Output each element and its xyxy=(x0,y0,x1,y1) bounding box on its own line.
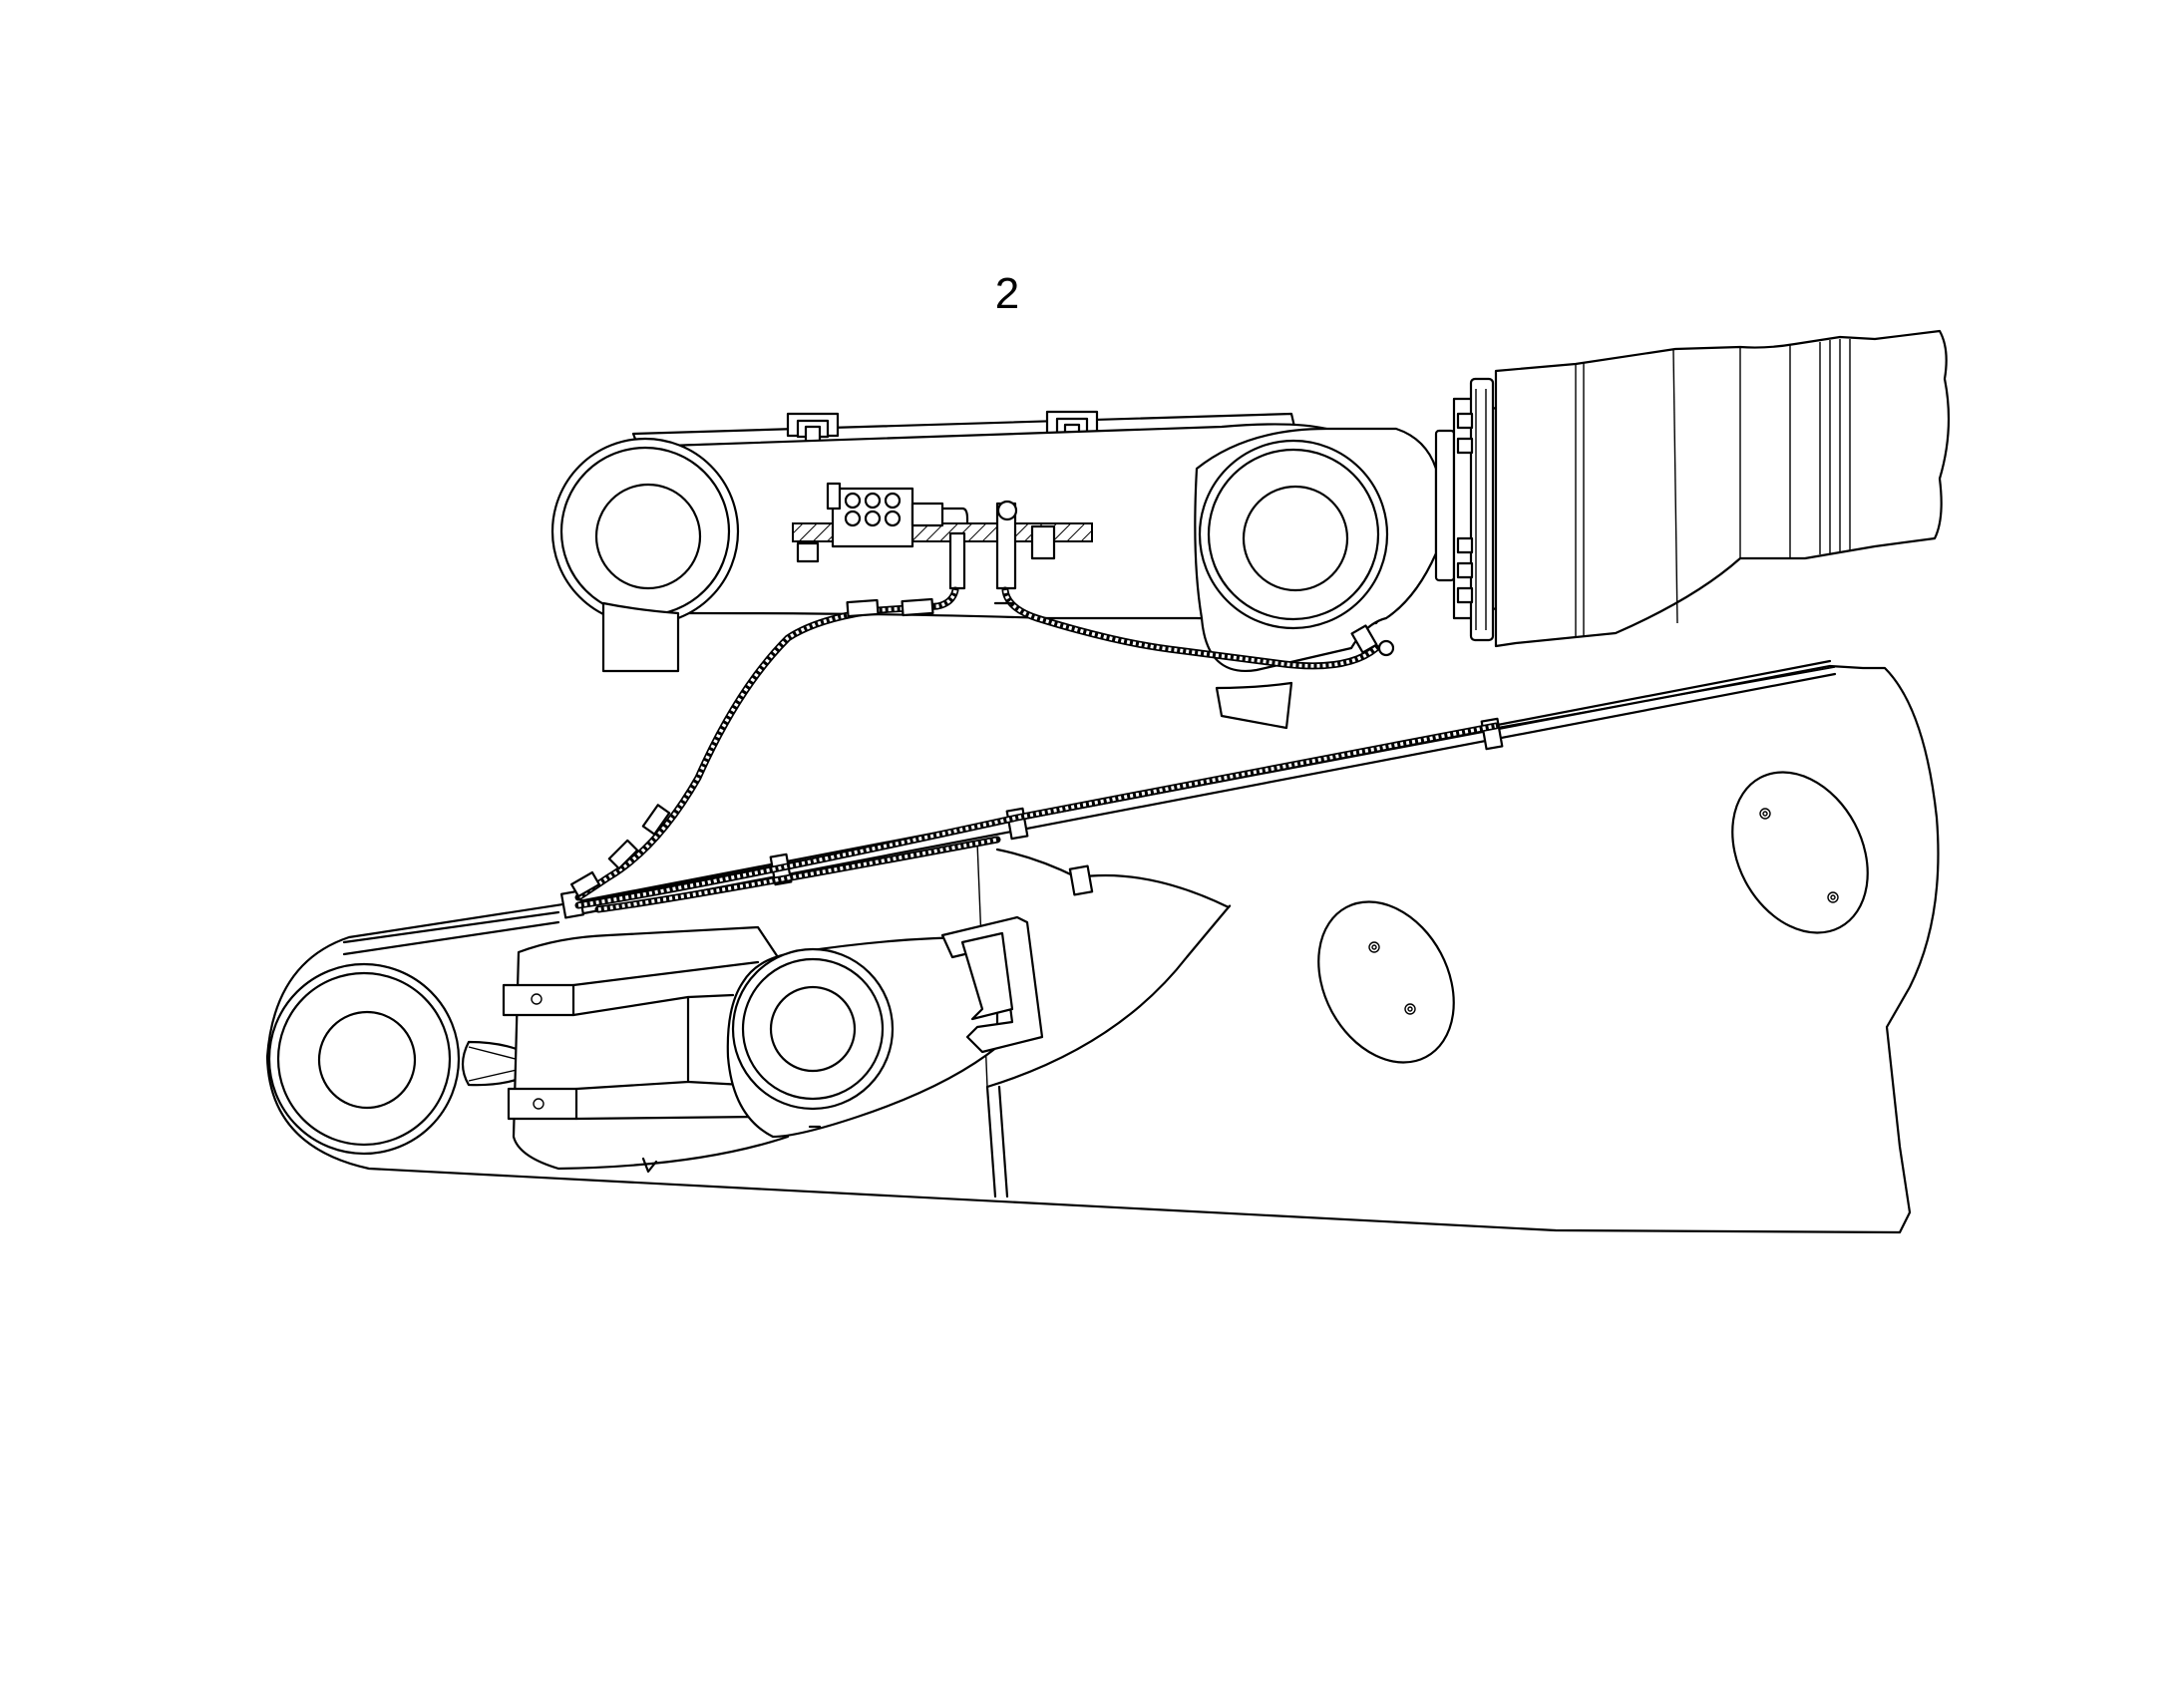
upper-arm xyxy=(550,329,1951,730)
boom-hose xyxy=(574,722,1500,913)
top-bolt-left xyxy=(786,412,840,447)
lower-boom xyxy=(265,659,1940,1234)
figure-callout: 2 xyxy=(994,269,1020,318)
valve-manifold xyxy=(792,482,1093,590)
manifold-hoses xyxy=(570,586,1395,901)
access-plate-right xyxy=(1731,771,1869,934)
access-plate-left xyxy=(1317,900,1455,1064)
flange-bolts xyxy=(1456,412,1474,604)
